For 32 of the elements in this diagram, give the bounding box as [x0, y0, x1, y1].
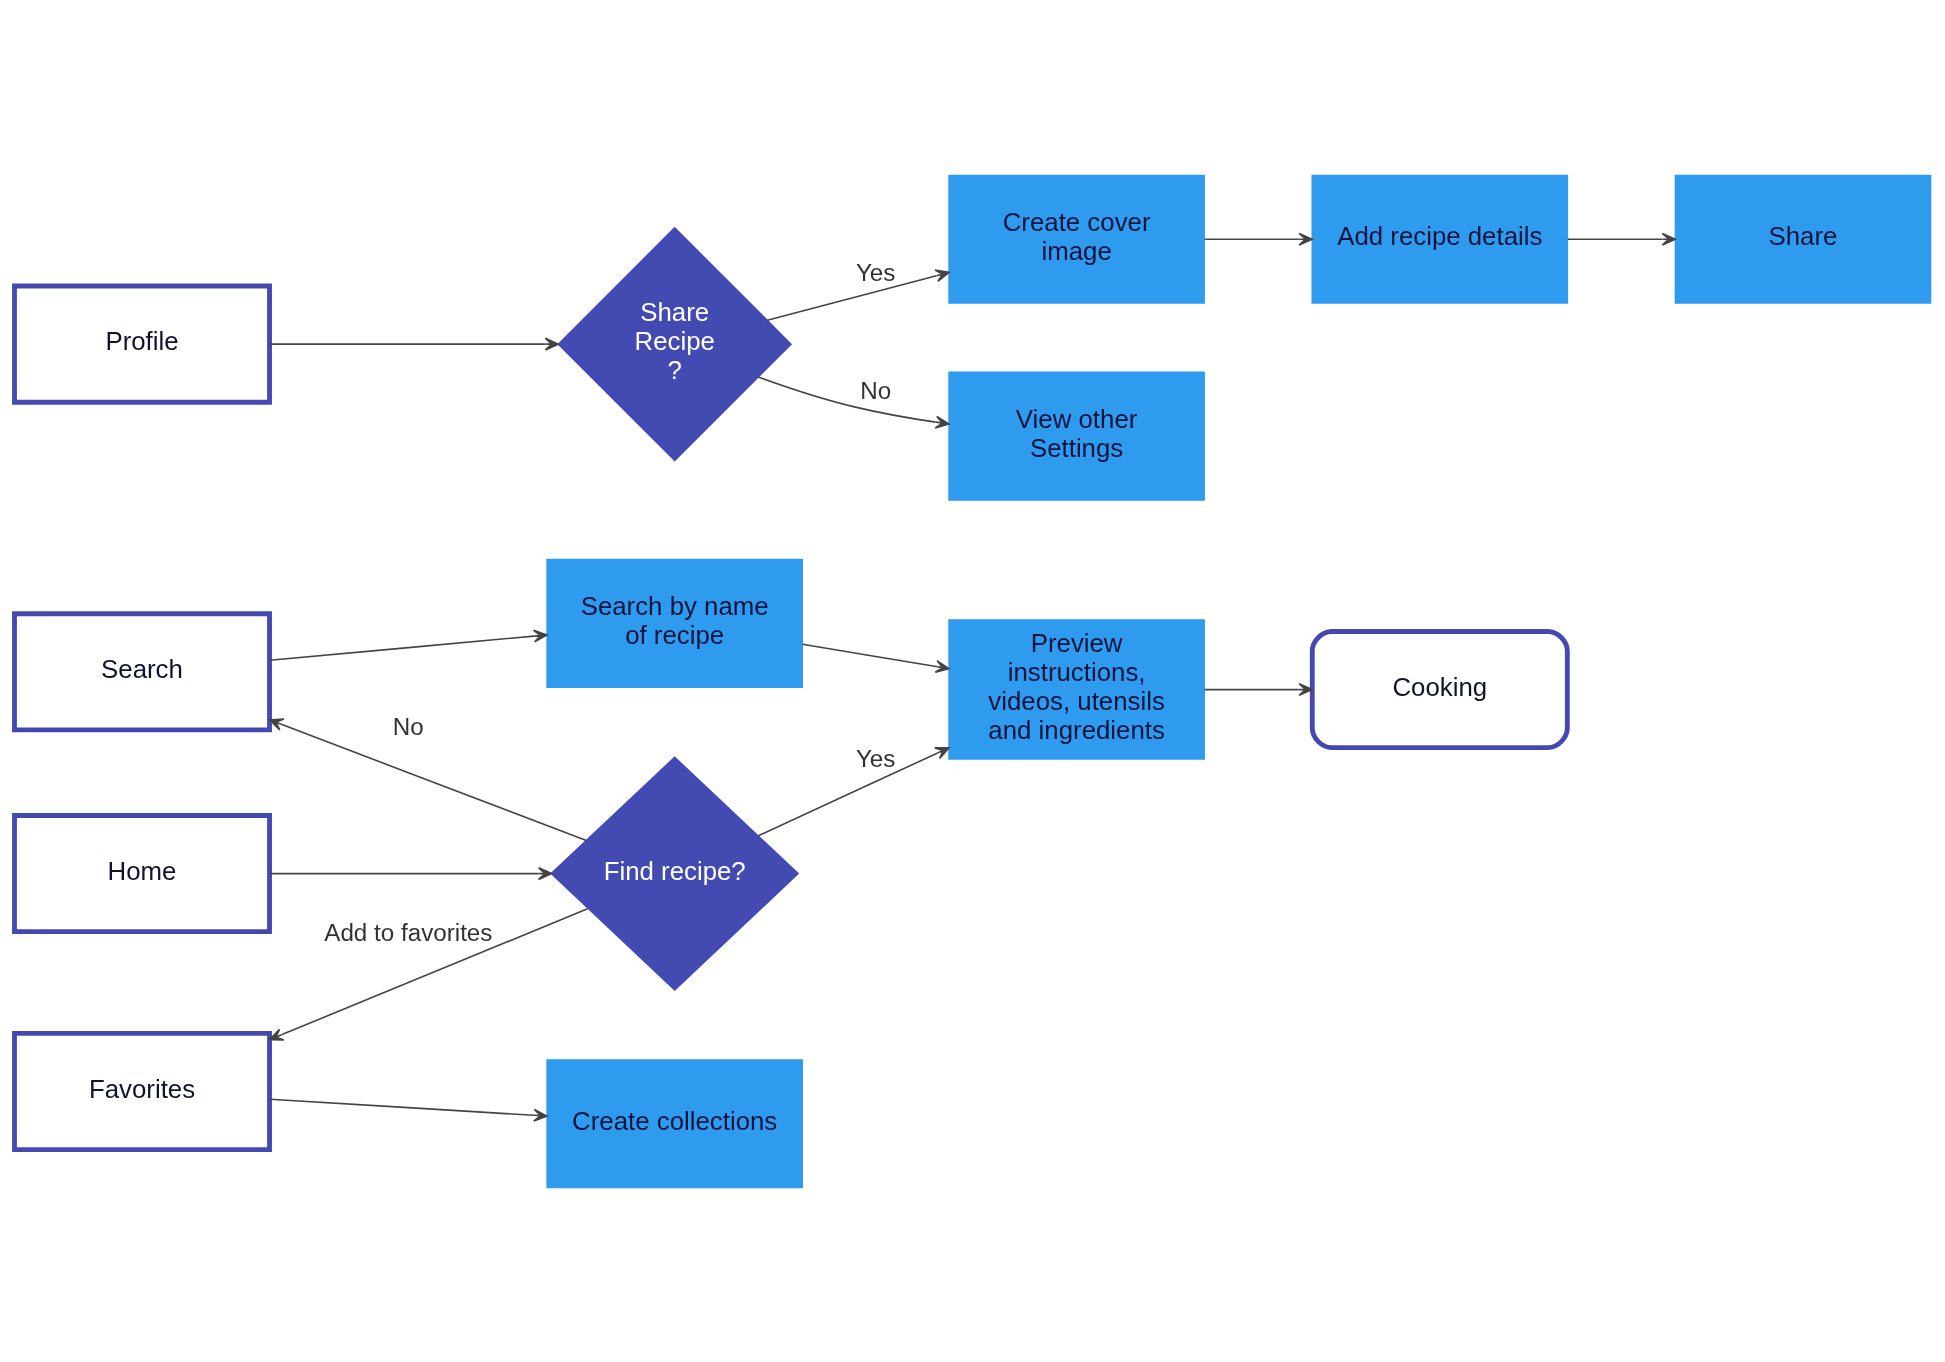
- arrow: [801, 643, 950, 673]
- edge-label: No: [860, 376, 892, 404]
- node-box: Search: [12, 610, 272, 732]
- node-box: Search by name of recipe: [546, 558, 803, 688]
- node-box: Create collections: [546, 1058, 803, 1188]
- node-box: Share: [1674, 174, 1932, 304]
- edge-label: No: [392, 712, 424, 740]
- arrow: [268, 866, 553, 880]
- node-box: Create cover image: [948, 174, 1205, 304]
- arrow: [268, 907, 589, 1041]
- edge-label: Yes: [855, 258, 896, 286]
- arrow: [766, 268, 950, 321]
- node-box: Add recipe details: [1311, 174, 1569, 304]
- arrow: [268, 1097, 548, 1122]
- arrow: [1203, 682, 1313, 696]
- arrow: [1203, 232, 1313, 246]
- node-box: Home: [12, 812, 272, 934]
- edge-label: Yes: [855, 744, 896, 772]
- node-box: Cooking: [1309, 628, 1570, 750]
- arrow: [1567, 232, 1677, 246]
- node-diamond: Share Recipe ?: [557, 226, 793, 461]
- edge-label: Add to favorites: [324, 918, 493, 946]
- arrow: [757, 375, 950, 429]
- arrow: [268, 629, 548, 661]
- node-box: Favorites: [12, 1030, 272, 1152]
- node-box: Profile: [12, 283, 272, 405]
- node-box: Preview instructions, videos, utensils and ingredients: [948, 618, 1205, 760]
- arrow: [268, 337, 560, 351]
- node-diamond: Find recipe?: [550, 755, 800, 991]
- node-box: View other Settings: [948, 371, 1205, 501]
- arrow: [757, 746, 950, 836]
- arrow: [268, 717, 588, 841]
